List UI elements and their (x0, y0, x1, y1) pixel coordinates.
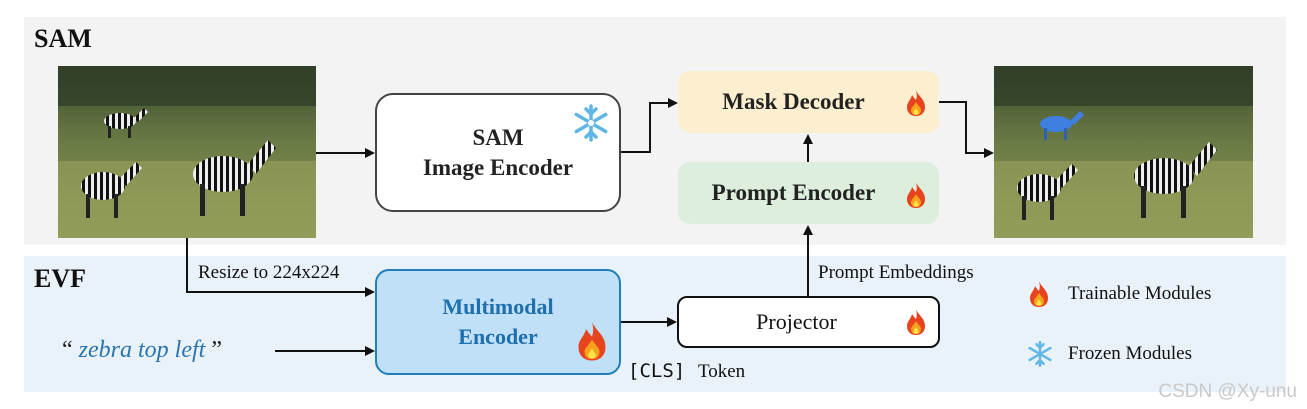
input-image (58, 66, 316, 238)
arrow-sam-encoder-to-mask-decoder (621, 98, 678, 153)
arrow-mask-decoder-to-output (939, 101, 994, 158)
close-quote: ” (211, 337, 222, 363)
projector-label: Projector (756, 309, 837, 334)
zebra-shape (193, 140, 276, 216)
sam-image-encoder-label-line2: Image Encoder (422, 154, 574, 180)
zebra-shape (1134, 142, 1217, 218)
evf-panel (24, 256, 1286, 392)
fire-icon (907, 90, 925, 116)
prompt-text: zebra top left (78, 337, 206, 363)
multimodal-encoder-label-line1: Multimodal (442, 294, 554, 319)
fire-icon (907, 182, 925, 208)
zebra-shape (104, 108, 148, 138)
cls-word: Token (697, 361, 746, 382)
prompt-encoder: Prompt Encoder (678, 162, 939, 224)
cls-code: [CLS] (628, 360, 686, 382)
masked-zebra-shape (1040, 111, 1084, 140)
cls-token-label: [CLS] Token (628, 360, 745, 383)
legend-frozen-label: Frozen Modules (1068, 343, 1193, 364)
mask-decoder-label: Mask Decoder (722, 89, 865, 114)
watermark: CSDN @Xy-unu (1158, 381, 1297, 402)
output-image (994, 66, 1253, 238)
text-prompt: “ zebra top left ” (62, 337, 222, 364)
snowflake-icon (1028, 340, 1052, 368)
mask-decoder: Mask Decoder (678, 71, 939, 133)
multimodal-encoder: Multimodal Encoder (375, 269, 621, 375)
fire-icon (1030, 281, 1048, 307)
resize-label: Resize to 224x224 (198, 262, 340, 283)
fire-icon (907, 309, 925, 335)
evf-section-title: EVF (34, 264, 86, 293)
open-quote: “ (62, 337, 73, 363)
multimodal-encoder-label-line2: Encoder (458, 324, 538, 349)
legend-trainable-label: Trainable Modules (1068, 283, 1212, 304)
arrow-image-to-multimodal-encoder (186, 238, 375, 297)
sam-section-title: SAM (34, 24, 92, 53)
prompt-encoder-label: Prompt Encoder (711, 180, 876, 205)
prompt-embeddings-label: Prompt Embeddings (818, 262, 974, 283)
zebra-shape (81, 162, 142, 218)
projector: Projector (677, 296, 940, 348)
sam-image-encoder-label-line1: SAM (472, 124, 524, 150)
zebra-shape (1017, 164, 1078, 220)
sam-image-encoder: SAM Image Encoder (375, 93, 621, 212)
fire-icon (578, 321, 606, 361)
snowflake-icon (574, 104, 608, 142)
